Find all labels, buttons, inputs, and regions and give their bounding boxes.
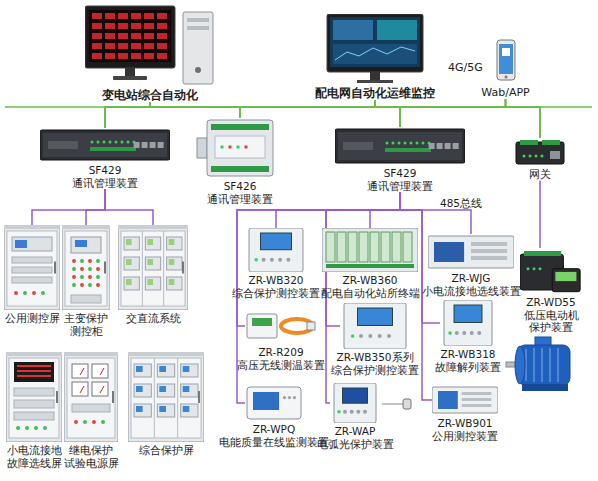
device-node: 配电网自动化运维监控 xyxy=(315,14,435,100)
device-label: ZR-WAP xyxy=(290,425,420,438)
bus-connector xyxy=(150,102,400,127)
device-label: ZR-WB318 xyxy=(400,348,536,361)
device-label: 主变保护 测控柜 xyxy=(62,312,110,337)
device-node: 综合保护屏 xyxy=(128,352,204,457)
device-label: ZR-WB901 xyxy=(392,417,538,430)
device-label: ZR-R209 xyxy=(205,346,357,359)
device-label: 综合保护测控装置 xyxy=(300,364,450,377)
device-node: ZR-WB318故障解列装置 xyxy=(440,300,496,373)
bus-connector xyxy=(240,100,375,118)
bus-connector xyxy=(105,99,506,128)
device-node: ZR-WB350系列综合保护测控装置 xyxy=(340,303,410,376)
device-node: 公用测控屏 xyxy=(4,225,60,325)
device-node: ZR-WPQ电能质量在线监测装置 xyxy=(245,385,303,448)
device-label: 小电流接地 故障选线屏 xyxy=(6,444,62,469)
device-node: ZR-R209高压无线测温装置 xyxy=(245,308,317,371)
device-icon xyxy=(128,352,204,442)
device-icon xyxy=(245,228,307,272)
device-label: Wab/APP xyxy=(438,86,573,99)
device-label: ZR-WD55 xyxy=(520,296,582,309)
device-icon xyxy=(322,228,418,272)
device-label: ZR-WB350系列 xyxy=(300,351,450,364)
device-node: ZR-WD55低压电动机 保护装置 xyxy=(520,248,582,334)
device-node: ZR-WB901公用测控装置 xyxy=(432,385,498,442)
device-node: Wab/APP xyxy=(478,38,533,99)
device-label: SF426 xyxy=(155,180,325,193)
bus-connector xyxy=(32,189,105,225)
device-node: ZR-WAP电弧光保护装置 xyxy=(330,383,380,450)
device-node: 变电站综合自动化 xyxy=(85,4,215,102)
device-icon xyxy=(4,225,60,310)
device-icon xyxy=(245,308,317,344)
device-label: 故障解列装置 xyxy=(400,361,536,374)
device-label: 配电网自动化运维监控 xyxy=(275,86,475,100)
device-label: 低压电动机 保护装置 xyxy=(520,309,582,334)
bus-connector xyxy=(86,189,105,225)
device-label: 公用测控装置 xyxy=(392,430,538,443)
device-icon xyxy=(510,138,570,166)
arc-sensor xyxy=(382,399,411,409)
device-node: 网关 xyxy=(510,138,570,181)
bus-connector xyxy=(375,100,400,127)
device-icon xyxy=(6,352,62,442)
device-icon xyxy=(64,352,118,442)
device-icon xyxy=(195,118,285,178)
device-icon xyxy=(335,127,465,165)
device-label: ZR-WB320 xyxy=(205,274,347,287)
device-node: ZR-WJG小电流接地选线装置 xyxy=(428,234,514,297)
device-label: 变电站综合自动化 xyxy=(45,88,255,102)
device-label: SF429 xyxy=(0,164,210,177)
device-icon xyxy=(62,225,110,310)
device-icon xyxy=(245,385,303,421)
bus-connector xyxy=(400,99,506,127)
device-node: 继电保护 试验电源屏 xyxy=(64,352,118,469)
device-label: 通讯管理装置 xyxy=(0,177,210,190)
device-node: ZR-WB320综合保护测控装置 xyxy=(245,228,307,299)
device-node: 主变保护 测控柜 xyxy=(62,225,110,337)
device-icon xyxy=(85,4,215,86)
device-node: SF429通讯管理装置 xyxy=(335,127,465,192)
device-label: 电弧光保护装置 xyxy=(290,438,420,451)
device-node: 小电流接地 故障选线屏 xyxy=(6,352,62,469)
bus-connector xyxy=(105,189,153,225)
device-icon xyxy=(340,303,410,349)
annotation-label: 4G/5G xyxy=(448,62,483,74)
motor-illustration xyxy=(506,337,570,391)
bus-connector xyxy=(539,181,541,249)
device-icon xyxy=(440,300,496,346)
device-label: ZR-WPQ xyxy=(205,423,343,436)
bus-connector xyxy=(150,102,240,118)
device-node: SF426通讯管理装置 xyxy=(195,118,285,205)
device-label: 通讯管理装置 xyxy=(295,180,505,193)
device-icon xyxy=(118,225,188,310)
device-icon xyxy=(432,385,498,415)
device-label: 交直流系统 xyxy=(78,312,228,325)
device-node: SF429通讯管理装置 xyxy=(40,128,170,189)
device-icon xyxy=(330,383,380,423)
bus-connector xyxy=(105,102,150,128)
device-label: 继电保护 试验电源屏 xyxy=(64,444,118,469)
device-node: 交直流系统 xyxy=(118,225,188,325)
device-icon xyxy=(40,128,170,162)
device-icon xyxy=(315,14,435,84)
device-icon xyxy=(478,38,533,84)
device-icon xyxy=(428,234,514,270)
device-label: 网关 xyxy=(470,168,598,181)
annotation-label: 485总线 xyxy=(440,197,482,209)
device-label: SF429 xyxy=(295,167,505,180)
bus-connector xyxy=(506,99,541,138)
bus-connector xyxy=(240,99,506,118)
device-label: 通讯管理装置 xyxy=(155,193,325,206)
device-icon xyxy=(520,248,582,294)
device-node: ZR-WB360配电自动化站所终端 xyxy=(322,228,418,299)
